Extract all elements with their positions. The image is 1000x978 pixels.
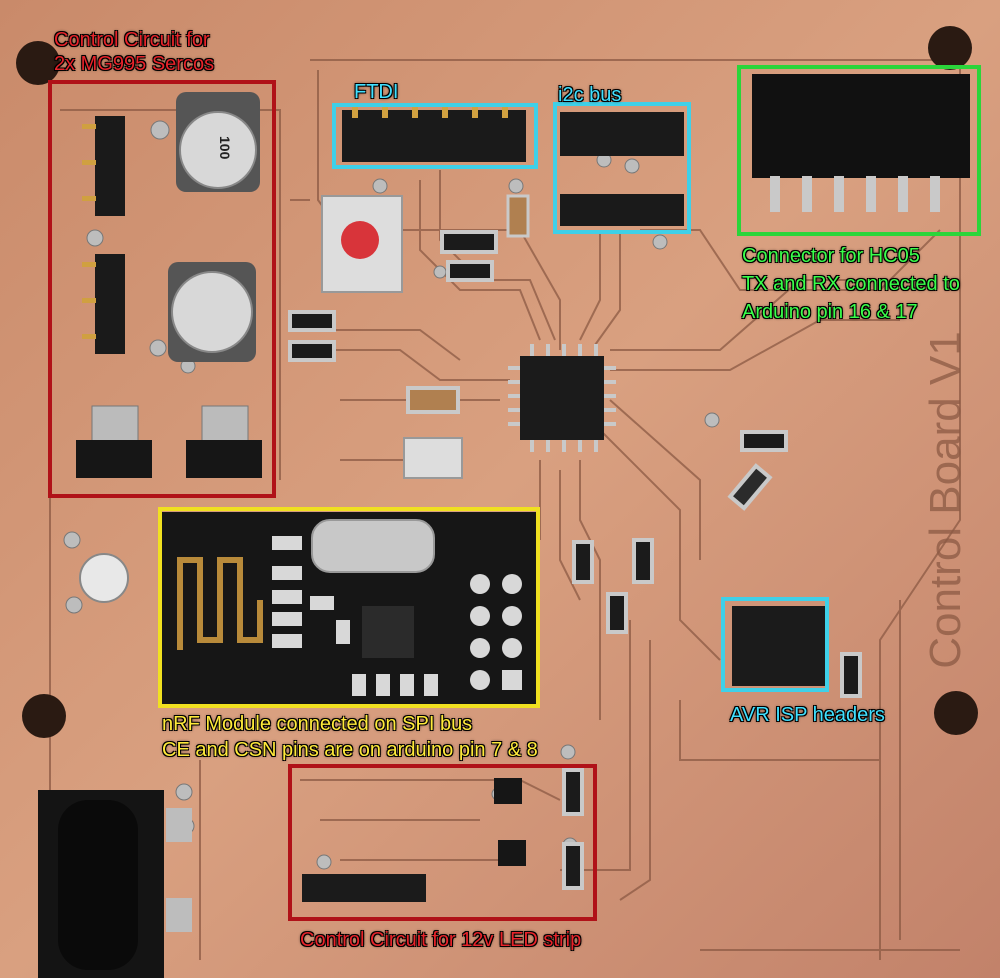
- nrf-module: [162, 512, 536, 704]
- nrf-label-line2: CE and CSN pins are on arduino pin 7 & 8: [162, 739, 538, 761]
- reset-button: [321, 195, 403, 293]
- servo-circuit-box: [48, 80, 276, 498]
- servo-label-line1: Control Circuit for: [54, 29, 210, 51]
- i2c-header-top: [560, 112, 684, 156]
- smd-parts: [288, 194, 862, 890]
- nrf-box: [158, 507, 540, 708]
- hc05-connector: [752, 74, 970, 178]
- hc05-label-line3: Arduino pin 16 & 17: [742, 301, 918, 323]
- servo-headers: [82, 116, 125, 354]
- led-circuit-box: [288, 764, 597, 921]
- voltage-regulators: [76, 405, 262, 478]
- led-header: [302, 874, 426, 902]
- mounting-holes: [16, 26, 978, 738]
- i2c-header-bottom: [560, 194, 684, 226]
- i2c-label: i2c bus: [558, 84, 622, 106]
- board-silkscreen: Control Board V1: [921, 331, 970, 669]
- electrolytic-capacitors: [79, 92, 260, 603]
- ftdi-header: [342, 110, 526, 162]
- hc05-label-line1: Connector for HC05: [742, 245, 920, 267]
- dc-jack: [38, 790, 192, 978]
- avr-isp-header: [732, 606, 826, 686]
- microcontroller: [508, 344, 616, 452]
- avr-isp-label: AVR ISP headers: [730, 704, 885, 726]
- servo-label-line2: 2x MG995 Sercos: [54, 53, 215, 75]
- nrf-label-line1: nRF Module connected on SPI bus: [162, 713, 473, 735]
- ftdi-label: FTDI: [354, 81, 399, 103]
- led-label: Control Circuit for 12v LED strip: [300, 929, 582, 951]
- ftdi-pins: [352, 104, 508, 118]
- cap1-marking: 100: [217, 136, 233, 160]
- avr-isp-box: [721, 597, 829, 692]
- hc05-pins: [770, 176, 940, 212]
- i2c-box: [553, 102, 691, 234]
- hc05-box: [737, 65, 981, 236]
- ftdi-box: [332, 103, 538, 169]
- hc05-label-line2: TX and RX connected to: [742, 273, 960, 295]
